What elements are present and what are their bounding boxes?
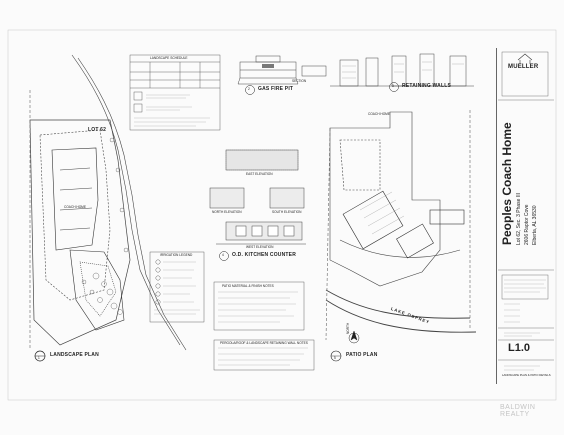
west-elevation-label: WEST ELEVATION (246, 245, 274, 249)
project-lot: Lot 62, Sec. 3 Phase III (516, 193, 522, 245)
section-label: SECTION (292, 79, 307, 83)
east-elevation-label: EAST ELEVATION (246, 172, 273, 176)
retaining-walls-title: RETAINING WALLS (402, 83, 452, 89)
patio-notes-title: PATIO MATERIAL & FINISH NOTES (222, 284, 274, 288)
kitchen-counter-title: O.D. KITCHEN COUNTER (232, 252, 296, 258)
sheet-title: LANDSCAPE PLAN & PATIO DETAILS (502, 373, 551, 377)
north-elevation-label: NORTH ELEVATION (212, 210, 242, 214)
gas-fire-pit-number: 2 (248, 87, 250, 91)
firm-name: MUELLER (508, 64, 539, 70)
project-address: 2606 Raptor Cove (524, 204, 530, 245)
kitchen-counter-number: 4 (222, 253, 224, 257)
retaining-walls-number: 3 (392, 84, 394, 88)
title-block (496, 48, 555, 384)
coach-home-label-left: COACH HOME (64, 205, 86, 209)
north-label: NORTH (346, 322, 350, 334)
retaining-notes-title: PERGOLA/ROOF & LANDSCAPE RETAINING WALL … (220, 341, 308, 345)
project-title: Peoples Coach Home (500, 122, 514, 245)
gas-fire-pit-title: GAS FIRE PIT (258, 86, 294, 92)
lot-label: LOT 62 (88, 127, 107, 133)
sheet-number: L1.0 (508, 342, 531, 354)
landscape-schedule-title: LANDSCAPE SCHEDULE (150, 56, 188, 60)
irrigation-legend-title: IRRIGATION LEGEND (160, 253, 193, 257)
landscape-plan-number: 1 (38, 356, 40, 360)
landscape-plan-title: LANDSCAPE PLAN (50, 352, 99, 358)
project-city: Elberta, AL 36530 (532, 205, 538, 245)
patio-plan-title: PATIO PLAN (346, 352, 378, 358)
watermark: BALDWIN REALTY (500, 404, 536, 418)
patio-plan-number: 5 (334, 356, 336, 360)
south-elevation-label: SOUTH ELEVATION (272, 210, 302, 214)
coach-home-label-right: COACH HOME (368, 112, 390, 116)
